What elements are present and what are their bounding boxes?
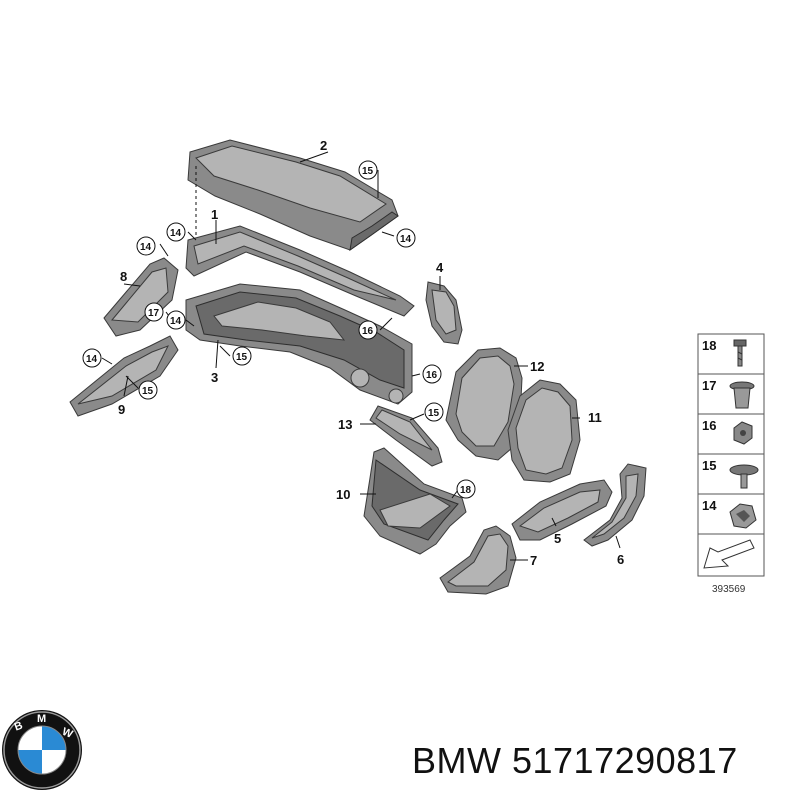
flange-screw-icon [729,464,759,489]
svg-text:15: 15 [428,408,440,419]
callout-11: 11 [588,410,602,425]
callout-7: 7 [530,553,537,568]
legend-label-17: 17 [702,378,716,393]
part-7-bracket [439,525,517,595]
svg-text:W: W [60,726,75,741]
callout-6: 6 [617,552,624,567]
part-9-strut [69,335,179,417]
part-12-liner [445,347,523,461]
callout-labels: 1 2 3 4 5 6 7 8 9 10 11 12 13 [118,138,624,568]
callout-13: 13 [338,417,352,432]
svg-text:15: 15 [142,386,154,397]
direction-arrow-icon [703,539,755,569]
svg-text:14: 14 [140,242,152,253]
part-1-cross-member [185,225,415,317]
part-3-side-housing [185,283,413,405]
callout-9: 9 [118,402,125,417]
leader-lines [101,151,621,561]
svg-text:15: 15 [236,352,248,363]
circled-16-center: 16 [358,320,378,340]
part-11-liner [507,379,581,483]
svg-text:16: 16 [362,326,374,337]
bolt-icon [733,339,747,367]
part-4-bracket [425,281,463,345]
svg-text:14: 14 [170,316,182,327]
spring-clip-icon [729,503,757,529]
svg-text:17: 17 [148,308,160,319]
legend-label-16: 16 [702,418,716,433]
svg-text:18: 18 [460,485,472,496]
callout-5: 5 [554,531,561,546]
circled-14-left-a: 14 [166,222,186,242]
callout-12: 12 [530,359,544,374]
circled-17: 17 [144,302,164,322]
callout-2: 2 [320,138,327,153]
svg-text:B: B [13,720,25,734]
part-13-rail [369,405,443,467]
circled-15-mid: 15 [232,346,252,366]
callout-3: 3 [211,370,218,385]
legend-label-18: 18 [702,338,716,353]
circled-16-right: 16 [422,364,442,384]
callout-1: 1 [211,207,218,222]
circled-15-lower: 15 [138,380,158,400]
circled-14-lower: 14 [82,348,102,368]
callout-8: 8 [120,269,127,284]
circled-18: 18 [456,479,476,499]
fastener-callouts: 15 14 14 14 17 14 14 15 15 16 16 15 18 [82,160,476,499]
callout-4: 4 [436,260,444,275]
bmw-logo: B M W [2,710,82,790]
part-number-label: BMW 51717290817 [412,740,738,781]
circled-15-top: 15 [358,160,378,180]
part-5-bracket [511,479,613,541]
part-6-bracket [583,463,647,547]
svg-text:14: 14 [400,234,412,245]
svg-text:16: 16 [426,370,438,381]
circled-14-mid: 14 [166,310,186,330]
part-8-strut [103,257,179,337]
part-10-box [363,447,467,555]
callout-10: 10 [336,487,350,502]
circled-15-right: 15 [424,402,444,422]
expansion-nut-icon [729,381,755,409]
svg-text:14: 14 [86,354,98,365]
circled-14-left-b: 14 [136,236,156,256]
svg-text:15: 15 [362,166,374,177]
part-2-cowl-panel [187,139,399,252]
legend-label-14: 14 [702,498,717,513]
legend-label-15: 15 [702,458,716,473]
svg-text:14: 14 [170,228,182,239]
circled-14-right: 14 [396,228,416,248]
diagram-code: 393569 [712,584,746,595]
fastener-legend: 18 17 16 15 14 [697,333,765,595]
hex-nut-icon [733,421,753,445]
svg-text:M: M [37,713,46,725]
